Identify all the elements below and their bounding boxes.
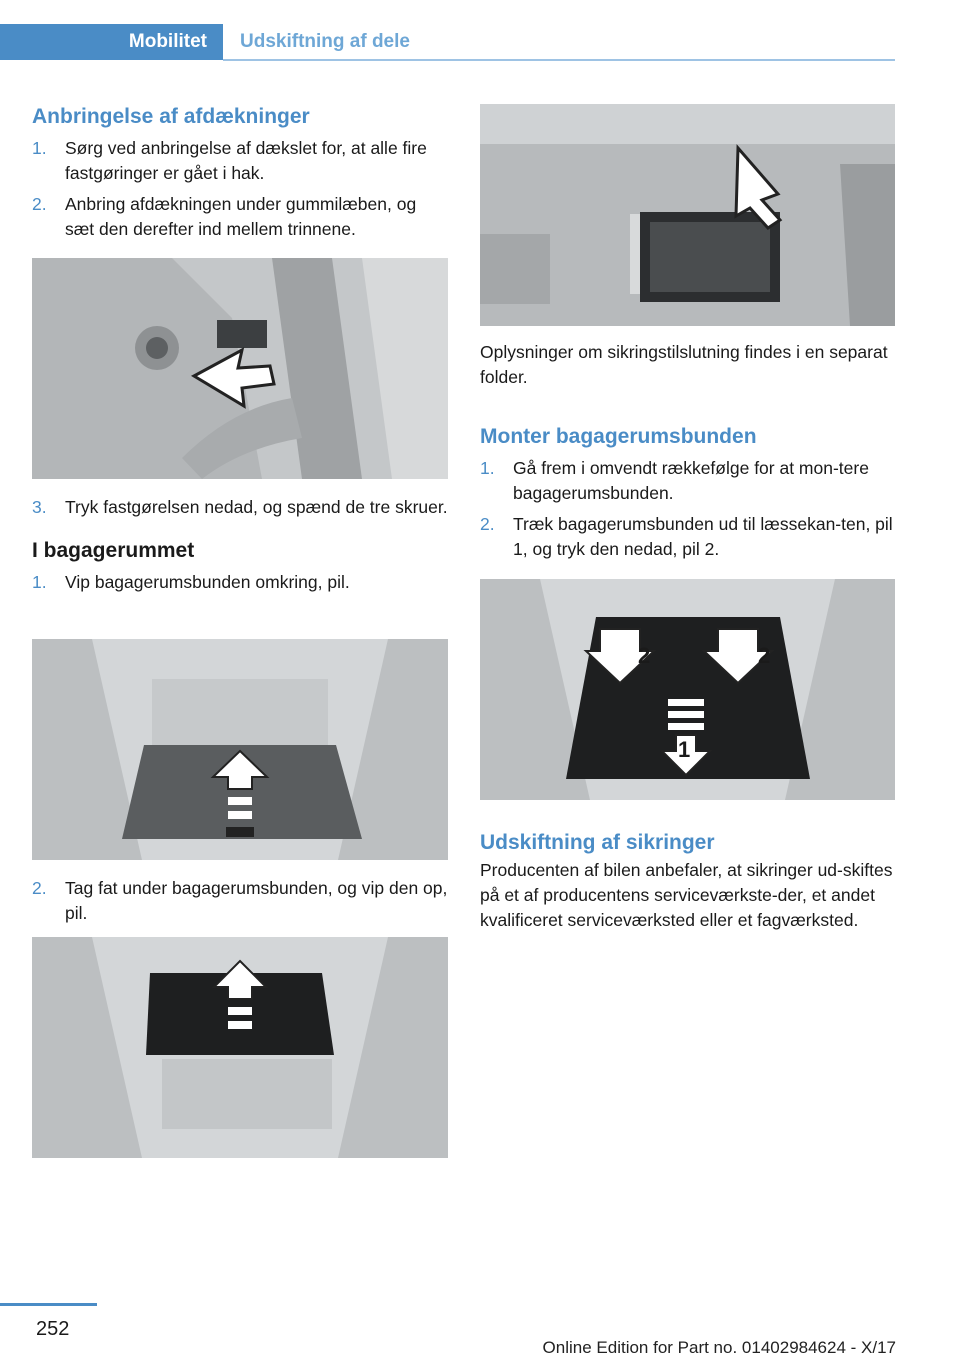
left-column-3: 2.Tag fat under bagagerumsbunden, og vip… <box>32 876 448 926</box>
heading-i-bagagerummet: I bagagerummet <box>32 539 195 562</box>
step: 1.Gå frem i omvendt rækkefølge for at mo… <box>480 458 869 503</box>
figure-label: 2 <box>758 643 771 668</box>
body-udskiftning: Producenten af bilen anbefaler, at sikri… <box>480 860 893 930</box>
heading-udskiftning: Udskiftning af sikringer <box>480 831 715 854</box>
trunk-floor-image-1 <box>32 639 448 860</box>
right-column: Oplysninger om sikringstilslutning finde… <box>480 340 895 562</box>
step: 2.Tag fat under bagagerumsbunden, og vip… <box>32 878 448 923</box>
fuse-box-image <box>480 104 895 326</box>
fuse-note: Oplysninger om sikringstilslutning finde… <box>480 342 888 387</box>
page-number: 252 <box>36 1318 70 1340</box>
heading-monter: Monter bagagerumsbunden <box>480 425 757 448</box>
step: 1.Sørg ved anbringelse af dækslet for, a… <box>32 138 427 183</box>
heading-anbringelse: Anbringelse af afdækninger <box>32 105 310 128</box>
section-tabs: Mobilitet Udskiftning af dele <box>0 24 895 61</box>
left-column: Anbringelse af afdækninger 1.Sørg ved an… <box>32 104 448 242</box>
figure-label: 2 <box>638 643 651 668</box>
trunk-floor-image-3: 2 2 1 <box>480 579 895 800</box>
left-column-2: 3.Tryk fastgørelsen nedad, og spænd de t… <box>32 495 448 595</box>
tab-underline <box>223 59 895 61</box>
right-column-2: Udskiftning af sikringer Producenten af … <box>480 830 895 933</box>
step: 2.Træk bagagerumsbunden ud til læssekan-… <box>480 514 893 559</box>
trunk-floor-image-2 <box>32 937 448 1158</box>
step: 1.Vip bagagerumsbunden omkring, pil. <box>32 572 350 592</box>
edition-label: Online Edition for Part no. 01402984624 … <box>542 1338 896 1357</box>
cover-clip-image <box>32 258 448 479</box>
tab-mobilitet[interactable]: Mobilitet <box>0 24 223 60</box>
step: 3.Tryk fastgørelsen nedad, og spænd de t… <box>32 497 448 517</box>
step: 2.Anbring afdækningen under gummilæben, … <box>32 194 417 239</box>
footer-rule <box>0 1303 97 1306</box>
tab-udskiftning-af-dele[interactable]: Udskiftning af dele <box>240 31 410 52</box>
figure-label: 1 <box>678 737 691 762</box>
